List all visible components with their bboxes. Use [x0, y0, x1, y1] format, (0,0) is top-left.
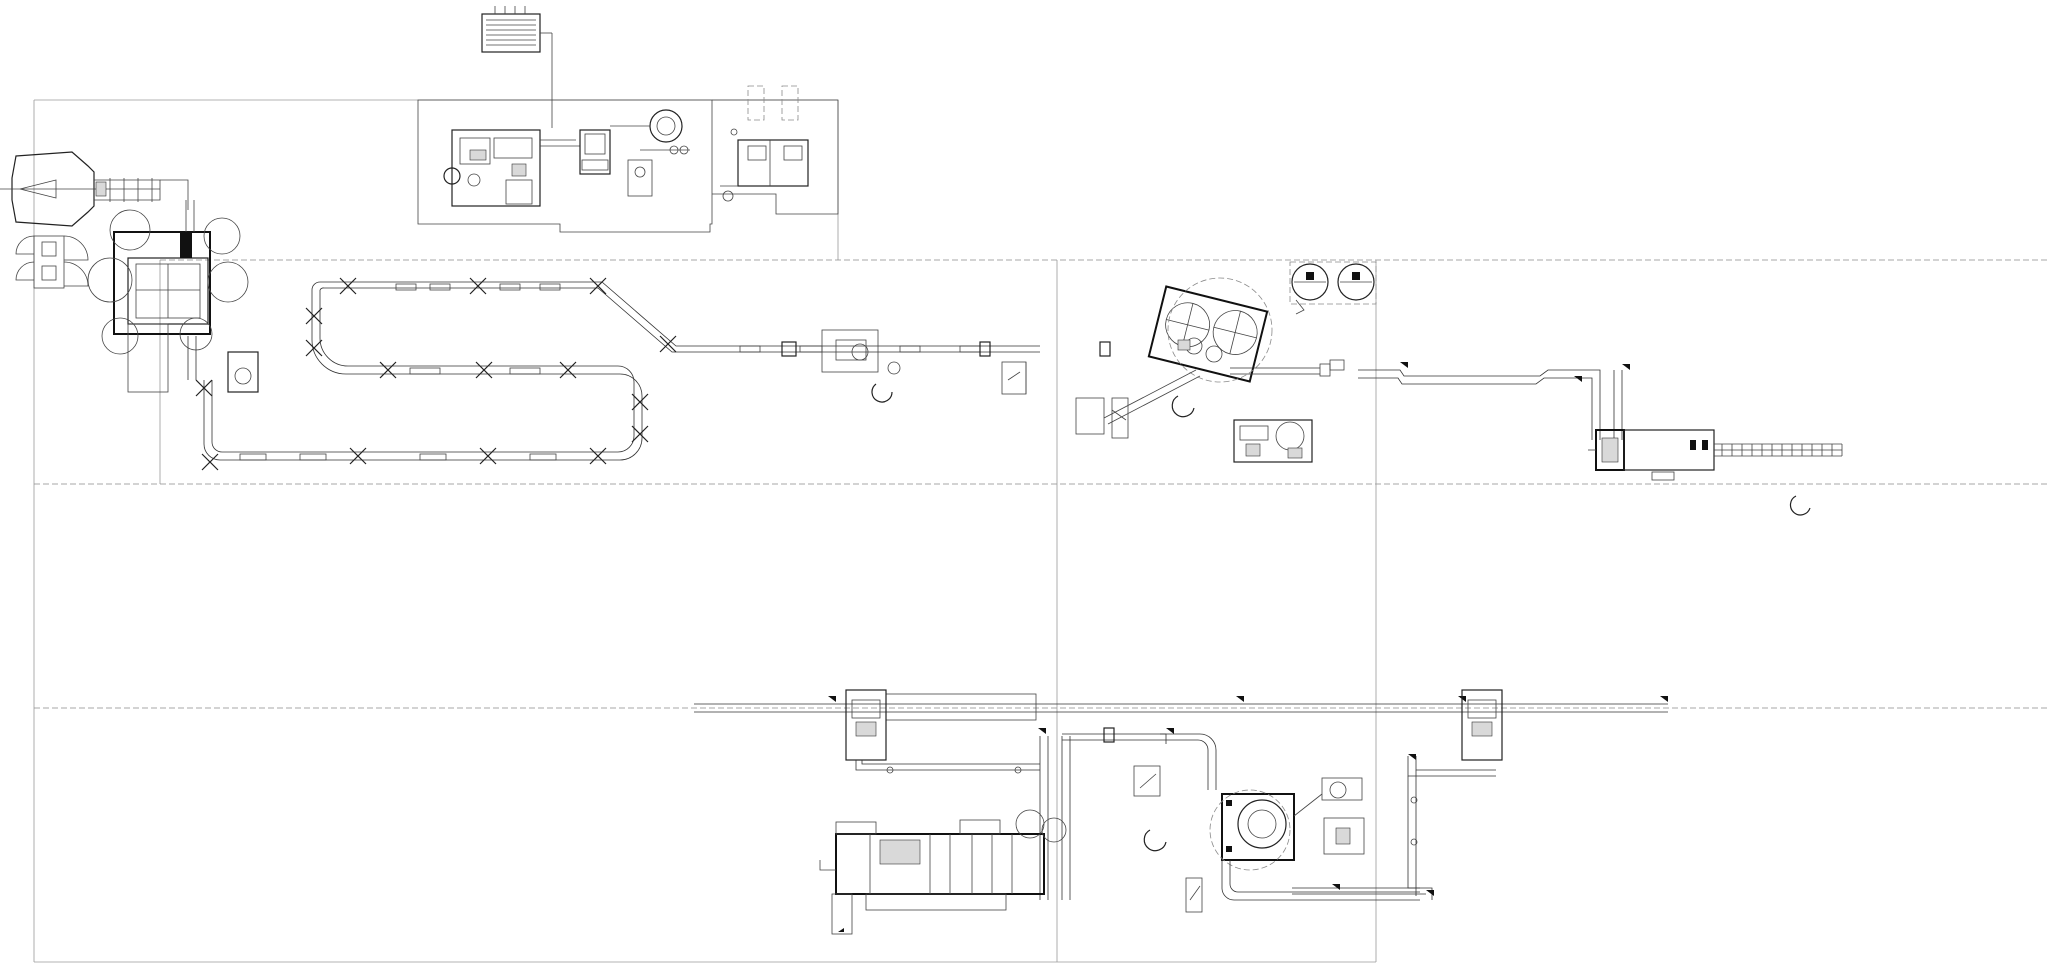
packer-infeed: [1230, 359, 1630, 440]
depalletizer: [0, 151, 259, 393]
utility-room: [417, 6, 713, 233]
lower-line: [694, 689, 1668, 935]
small-room: [712, 85, 839, 215]
filler: [1075, 277, 1273, 439]
inspection-station: [821, 329, 1027, 403]
loop-conveyor: [187, 277, 1111, 471]
packer: [1588, 429, 1843, 516]
compressor-unit: [1233, 419, 1313, 463]
mix-tanks: [1289, 261, 1377, 315]
